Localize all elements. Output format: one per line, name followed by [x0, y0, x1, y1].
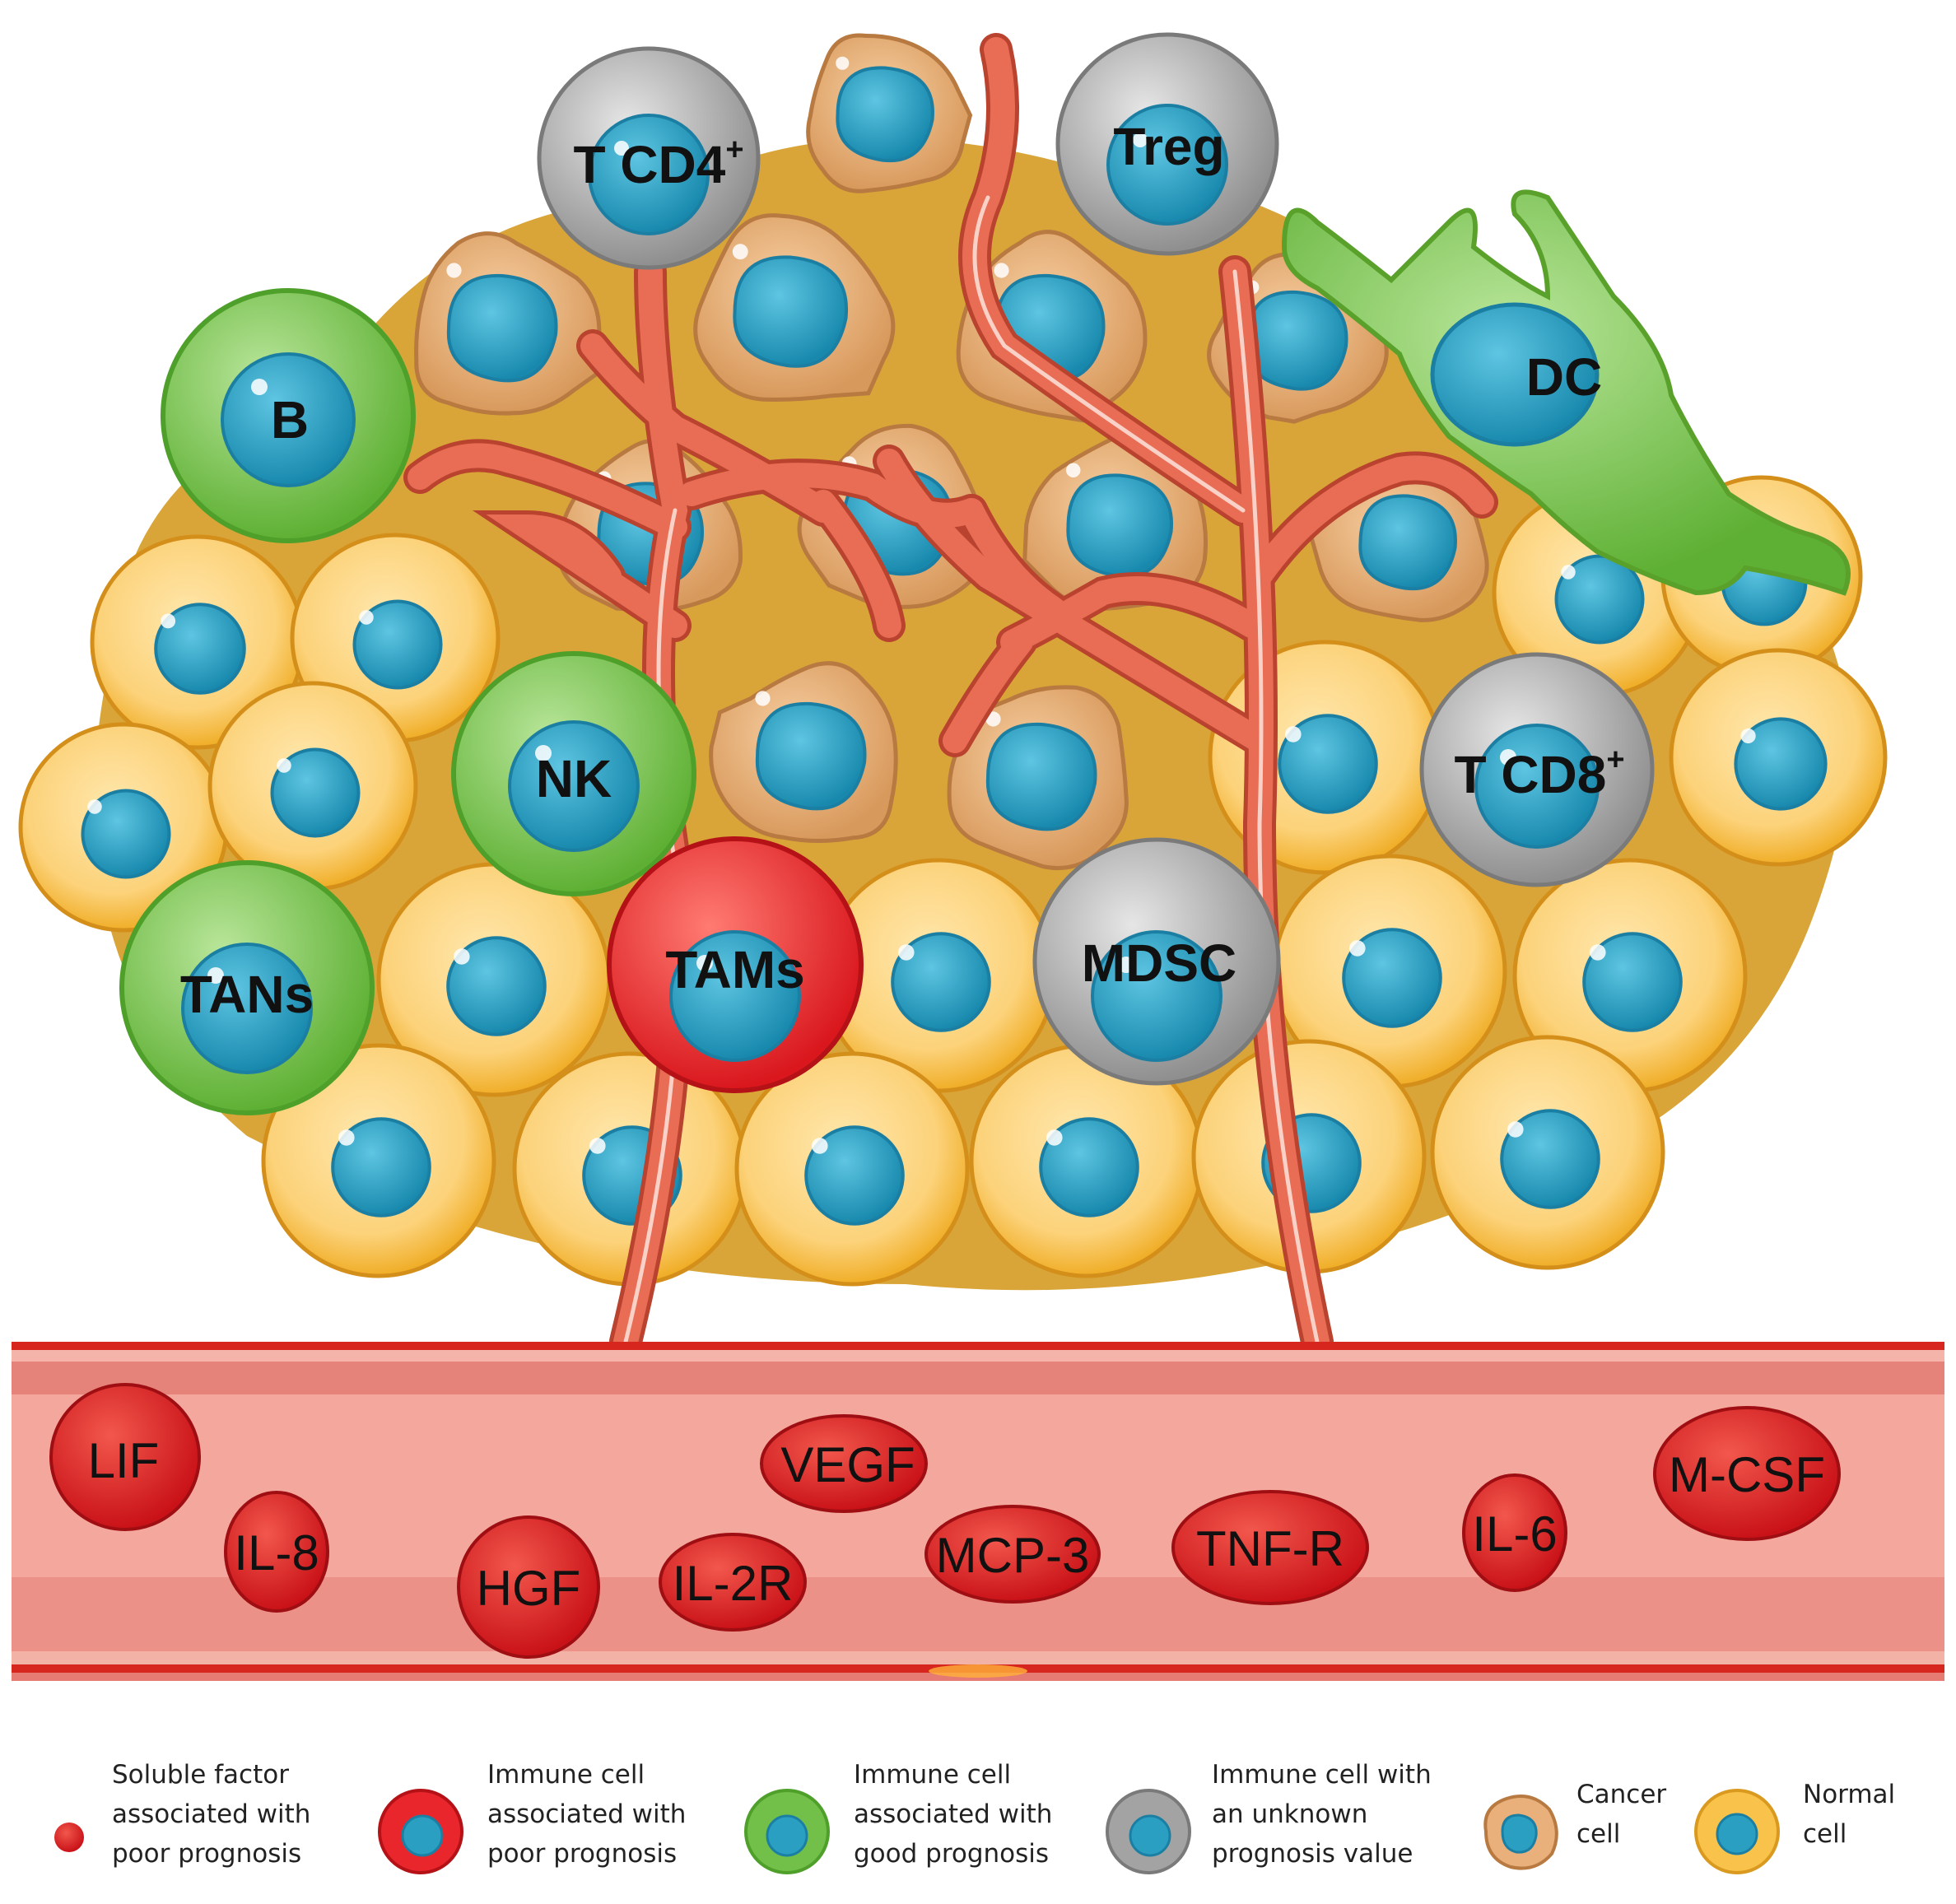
factor-mcp3-label: MCP-3 [936, 1528, 1090, 1583]
immune-unknown-icon [1103, 1786, 1194, 1877]
nk-label: NK [536, 749, 612, 808]
factor-tnfr: TNF-R [1173, 1492, 1367, 1604]
legend-normal-text: Normalcell [1803, 1775, 1895, 1854]
factor-il2r: IL-2R [660, 1534, 805, 1630]
b-cell: B [163, 291, 413, 541]
factor-tnfr-label: TNF-R [1196, 1521, 1344, 1576]
factor-il8: IL-8 [226, 1492, 328, 1611]
treg-cell: Treg [1058, 35, 1277, 254]
tcd4-cell: T CD4+ [539, 49, 758, 268]
tams-label: TAMs [665, 940, 804, 999]
factor-hgf: HGF [459, 1517, 598, 1657]
factor-lif: LIF [51, 1385, 199, 1529]
dc-label: DC [1526, 347, 1602, 407]
factor-hgf-label: HGF [477, 1561, 581, 1616]
factor-vegf: VEGF [761, 1416, 926, 1511]
factor-il8-label: IL-8 [234, 1525, 319, 1580]
legend-immune-poor: Immune cellassociated withpoor prognosis [370, 1753, 733, 1904]
factor-vegf-label: VEGF [780, 1437, 915, 1492]
tcd8-label: T CD8+ [1454, 743, 1624, 804]
treg-label: Treg [1113, 117, 1224, 176]
factor-il6: IL-6 [1464, 1475, 1566, 1590]
legend-immune-unknown: Immune cell withan unknownprognosis valu… [1103, 1753, 1457, 1904]
factor-mcp3: MCP-3 [926, 1506, 1099, 1602]
cancer-cell-icon [1474, 1786, 1564, 1877]
legend-cancer-text: Cancercell [1576, 1775, 1666, 1854]
mdsc-cell: MDSC [1035, 840, 1278, 1083]
immune-good-icon [742, 1786, 832, 1877]
mdsc-label: MDSC [1082, 933, 1236, 993]
legend-soluble-factor: Soluble factorassociated withpoor progno… [0, 1753, 362, 1904]
normal-cell-icon [1692, 1786, 1782, 1877]
legend-immune-poor-text: Immune cellassociated withpoor prognosis [487, 1755, 686, 1874]
legend-normal-cell: Normalcell [1688, 1753, 1951, 1904]
factor-mcsf: M-CSF [1655, 1408, 1839, 1539]
tans-label: TANs [180, 965, 314, 1024]
tans-cell: TANs [122, 863, 372, 1113]
legend: Soluble factorassociated withpoor progno… [0, 1753, 1956, 1904]
legend-immune-good: Immune cellassociated withgood prognosis [737, 1753, 1099, 1904]
factor-lif-label: LIF [88, 1433, 160, 1488]
soluble-factor-icon [51, 1819, 87, 1855]
legend-immune-unknown-text: Immune cell withan unknownprognosis valu… [1212, 1755, 1432, 1874]
legend-immune-good-text: Immune cellassociated withgood prognosis [854, 1755, 1052, 1874]
normal-cell [737, 1054, 967, 1284]
cancer-cell [808, 35, 971, 191]
tams-cell: TAMs [609, 839, 861, 1091]
nk-cell: NK [454, 654, 694, 894]
normal-cell [1432, 1037, 1663, 1268]
b-label: B [271, 390, 309, 449]
tcd8-cell: T CD8+ [1422, 654, 1652, 885]
normal-cell [210, 683, 416, 889]
factor-il2r-label: IL-2R [673, 1556, 794, 1611]
factor-il6-label: IL-6 [1472, 1506, 1557, 1562]
legend-soluble-text: Soluble factorassociated withpoor progno… [112, 1755, 310, 1874]
legend-cancer-cell: Cancercell [1469, 1753, 1692, 1904]
normal-cell [1671, 650, 1885, 864]
immune-poor-icon [375, 1786, 466, 1877]
tcd4-label: T CD4+ [573, 133, 743, 194]
factor-mcsf-label: M-CSF [1669, 1447, 1825, 1502]
